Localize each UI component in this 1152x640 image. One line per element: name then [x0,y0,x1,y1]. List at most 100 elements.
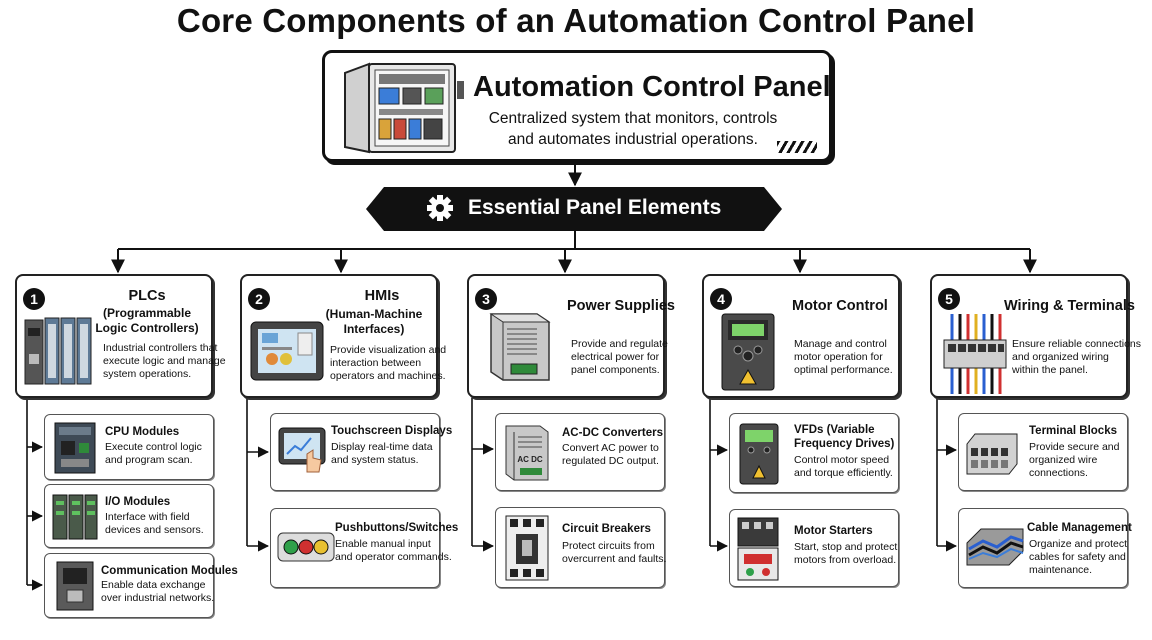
sub-description: overcurrent and faults. [562,553,667,565]
gear-icon [427,195,453,221]
hero-description: Centralized system that monitors, contro… [488,110,778,148]
sub-description: Display real-time data [331,441,433,453]
sub-card-circuit-breakers: Circuit Breakers Protect circuits from o… [495,507,667,588]
category-number: 4 [710,288,732,310]
sub-description: and operator commands. [335,551,452,563]
sub-title: Terminal Blocks [1029,425,1117,437]
sub-card-touchscreen-displays: Touchscreen Displays Display real-time d… [270,413,452,491]
category-description: and organized wiring [1012,351,1109,363]
cable-tray-icon [966,528,1024,566]
sub-description: Convert AC power to [562,442,659,454]
sub-title: Circuit Breakers [562,523,651,535]
sub-description: regulated DC output. [562,455,659,467]
sub-title: CPU Modules [105,426,180,438]
sub-title: Frequency Drives) [794,438,895,450]
category-number: 5 [938,288,960,310]
category-description: Provide and regulate [571,338,668,350]
motor-drive-icon [721,313,775,391]
category-subtitle: Logic Controllers) [95,321,199,335]
sub-title: Motor Starters [794,525,873,537]
network-module-icon [56,561,94,611]
category-description: within the panel. [1012,364,1088,376]
pushbuttons-icon [277,532,335,562]
category-title: PLCs [128,288,166,304]
wiring-terminals-icon [943,314,1007,394]
sub-description: and system status. [331,454,419,466]
sub-title: I/O Modules [105,496,171,508]
category-title: Motor Control [792,298,888,314]
sub-title: Communication Modules [101,565,238,577]
sub-description: Interface with field [105,511,190,523]
io-module-icon [52,494,98,540]
sub-description: Protect circuits from [562,540,655,552]
category-description: system operations. [103,368,192,380]
category-description: execute logic and manage [103,355,226,367]
category-card-motor-control: 4 Motor Control Manage and control motor… [702,274,900,398]
category-description: Manage and control [794,338,887,350]
category-subtitle: (Programmable [102,306,192,320]
category-title: Power Supplies [567,298,675,314]
category-description: motor operation for [794,351,883,363]
sub-card-vfds: VFDs (Variable Frequency Drives) Control… [729,413,899,493]
category-number: 1 [23,288,45,310]
sub-description: and program scan. [105,454,193,466]
sub-description: Enable data exchange [101,579,206,591]
sub-card-io-modules: I/O Modules Interface with field devices… [44,484,214,548]
sub-title: Cable Management [1027,522,1132,534]
sub-description: and torque efficiently. [794,467,893,479]
category-description: Provide visualization and [330,344,447,356]
sub-title: Touchscreen Displays [331,425,453,437]
converter-icon: AC DC [505,425,549,481]
sub-description: organized wire [1029,454,1098,466]
sub-description: Enable manual input [335,538,431,550]
category-card-hmis: 2 HMIs (Human-Machine Interfaces) Provid… [240,274,446,398]
sub-description: connections. [1029,467,1088,479]
category-description: Ensure reliable connections [1012,338,1141,350]
sub-description: Organize and protect [1029,538,1128,550]
motor-starter-icon [737,517,779,581]
category-description: electrical power for [571,351,660,363]
category-description: Industrial controllers that [103,342,218,354]
banner-label: Essential Panel Elements [468,196,722,219]
vfd-icon [739,423,779,485]
category-card-power-supplies: 3 Power Supplies Provide and regulate el… [467,274,675,398]
section-banner [366,187,782,231]
category-number: 3 [475,288,497,310]
sub-card-cable-management: Cable Management Organize and protect ca… [958,508,1132,588]
sub-description: over industrial networks. [101,592,215,604]
terminal-block-icon [966,433,1018,475]
sub-description: Control motor speed [794,454,890,466]
sub-card-ac-dc-converters: AC DC AC-DC Converters Convert AC power … [495,413,665,491]
category-title: HMIs [364,288,400,304]
power-supply-icon [489,313,551,381]
category-number: 2 [248,288,270,310]
category-description: interaction between [330,357,422,369]
sub-description: cables for safety and [1029,551,1126,563]
sub-description: Start, stop and protect [794,541,898,553]
page-title: Core Components of an Automation Control… [176,2,976,39]
circuit-breaker-icon [505,515,549,581]
sub-card-cpu-modules: CPU Modules Execute control logic and pr… [44,414,214,480]
sub-card-communication-modules: Communication Modules Enable data exchan… [44,553,238,618]
category-description: panel components. [571,364,660,376]
plc-rack-icon [24,317,92,385]
category-description: operators and machines. [330,370,446,382]
category-card-plcs: 1 PLCs (Programmable Logic Controllers) … [15,274,226,398]
category-title: Wiring & Terminals [1004,298,1135,314]
hero-card: Automation Control Panel Centralized sys… [322,50,832,162]
svg-text:AC DC: AC DC [517,455,543,464]
category-subtitle: (Human-Machine [325,307,423,321]
hmi-screen-icon [250,321,324,381]
cpu-module-icon [54,422,96,474]
category-subtitle: Interfaces) [343,322,405,336]
control-cabinet-icon [344,62,464,154]
decorative-stripes [777,141,817,153]
sub-description: motors from overload. [794,554,897,566]
sub-description: Execute control logic [105,441,202,453]
sub-description: maintenance. [1029,564,1093,576]
category-description: optimal performance. [794,364,893,376]
sub-card-motor-starters: Motor Starters Start, stop and protect m… [729,509,899,587]
sub-title: Pushbuttons/Switches [335,522,459,534]
sub-title: VFDs (Variable [794,424,875,436]
